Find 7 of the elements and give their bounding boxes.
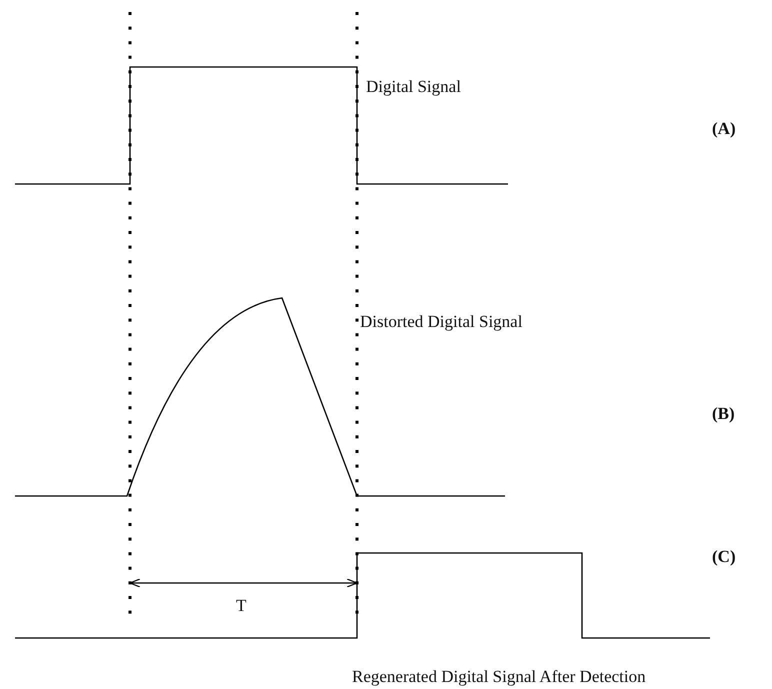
signal-label: Regenerated Digital Signal After Detection [352,668,646,687]
signal-label: Distorted Digital Signal [360,313,522,332]
signal-label: Digital Signal [366,78,461,97]
dimension-label: T [236,597,246,616]
panel-label: (C) [712,548,736,567]
panel-label: (A) [712,120,736,139]
panel-label: (B) [712,405,735,424]
